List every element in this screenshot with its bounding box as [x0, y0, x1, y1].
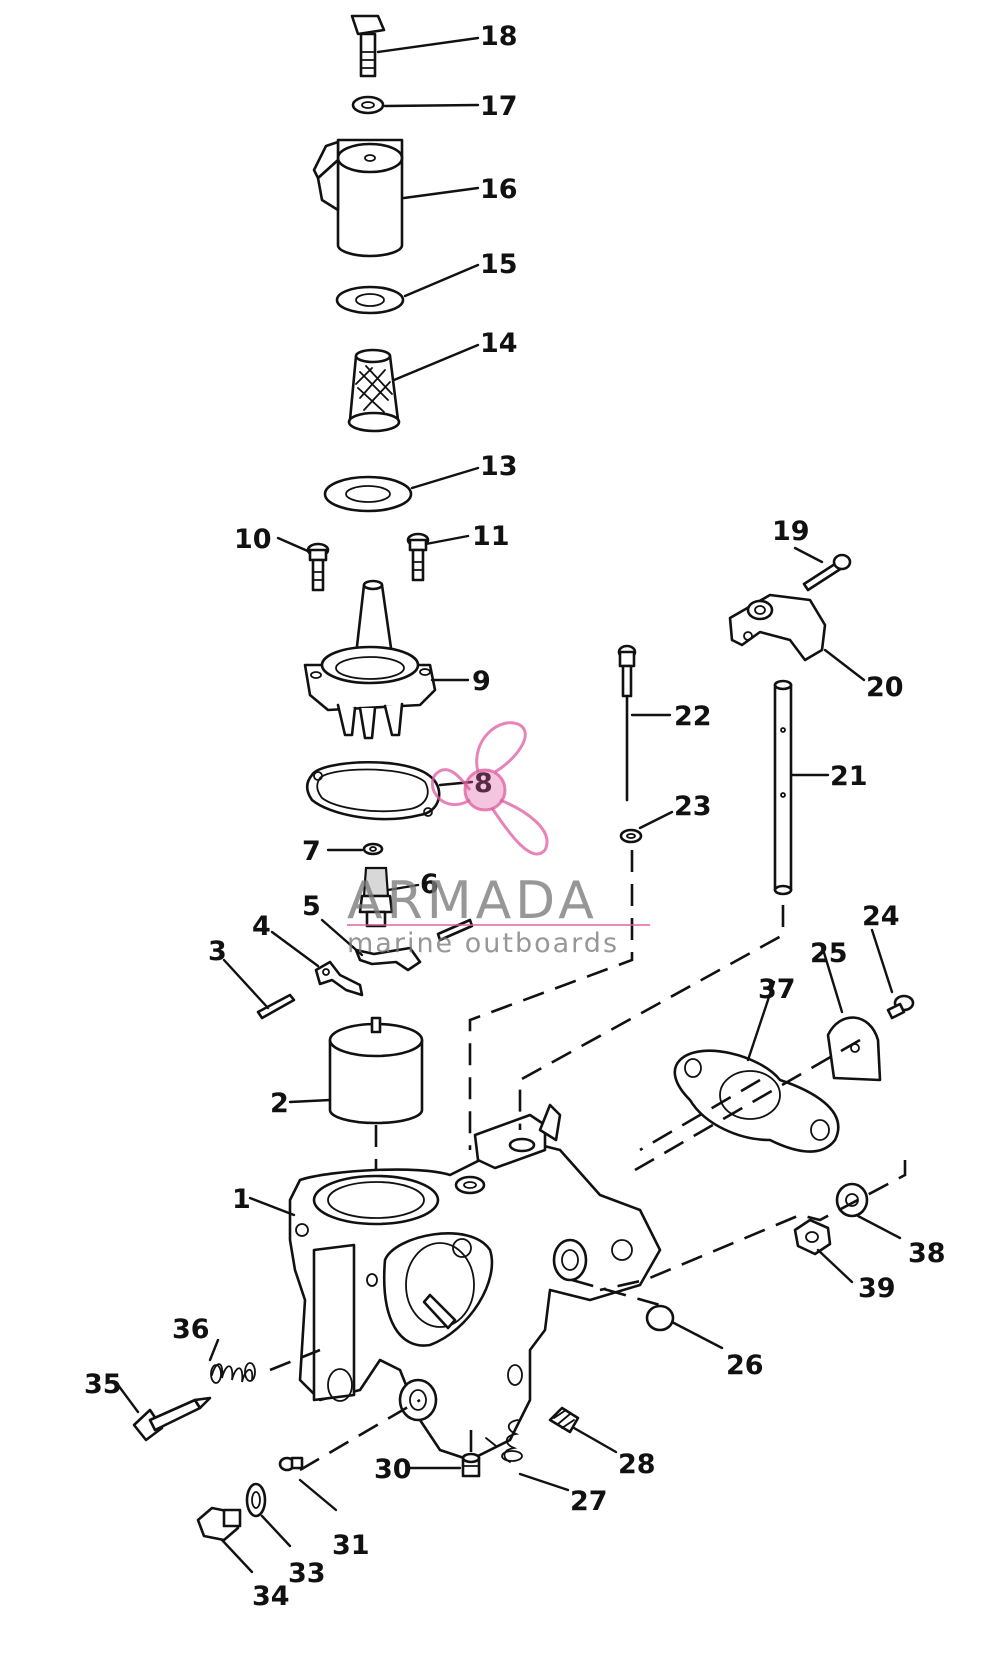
callout-14: 14: [480, 328, 518, 359]
callout-33: 33: [288, 1558, 326, 1589]
gasket-part-13: [323, 475, 413, 513]
watermark-tagline: marine outboards: [347, 928, 619, 959]
needle-part-22: [617, 644, 637, 802]
callout-7: 7: [302, 836, 321, 867]
washer-part-38: [835, 1182, 869, 1218]
callout-15: 15: [480, 249, 518, 280]
screw-part-19: [802, 553, 852, 592]
screw-part-31: [278, 1456, 304, 1472]
drain-plug-part-34: [196, 1506, 242, 1542]
leader-lines: [116, 36, 902, 1574]
callout-31: 31: [332, 1530, 370, 1561]
spring-part-36: [210, 1362, 256, 1384]
callout-38: 38: [908, 1238, 946, 1269]
callout-6: 6: [420, 869, 439, 900]
assembly-lines: [269, 850, 907, 1472]
washer-part-7: [362, 842, 384, 856]
washer-part-23: [619, 828, 643, 844]
spring-part-28: [548, 1406, 580, 1434]
washer-part-17: [351, 95, 385, 115]
callout-19: 19: [772, 516, 810, 547]
callout-39: 39: [858, 1273, 896, 1304]
callout-1: 1: [232, 1184, 251, 1215]
callout-16: 16: [480, 174, 518, 205]
bowl-cover-part-16: [312, 138, 404, 258]
callout-2: 2: [270, 1088, 289, 1119]
bolt-part-18: [350, 14, 386, 78]
plate-part-25: [826, 1016, 882, 1082]
callout-18: 18: [480, 21, 518, 52]
callout-35: 35: [84, 1369, 122, 1400]
callout-36: 36: [172, 1314, 210, 1345]
lever-part-20: [728, 593, 827, 662]
callout-27: 27: [570, 1486, 608, 1517]
callout-17: 17: [480, 91, 518, 122]
screw-part-11: [406, 532, 430, 582]
callout-11: 11: [472, 521, 510, 552]
callout-labels: 18 17 16 15 14 13 10 11 9 8 7 6 5 4 3 2 …: [84, 21, 946, 1612]
carburetor-body-part-1: [288, 1103, 662, 1462]
nut-part-39: [793, 1218, 832, 1256]
shaft-part-21: [773, 679, 793, 896]
propeller-icon: [431, 721, 549, 856]
spring-part-27: [485, 1419, 523, 1463]
callout-20: 20: [866, 672, 904, 703]
callout-34: 34: [252, 1581, 290, 1612]
callout-21: 21: [830, 761, 868, 792]
float-lever-part-4: [314, 960, 364, 997]
callout-28: 28: [618, 1449, 656, 1480]
armada-watermark: ARMADA marine outboards: [347, 721, 650, 959]
callout-26: 26: [726, 1350, 764, 1381]
callout-3: 3: [208, 936, 227, 967]
callout-4: 4: [252, 911, 271, 942]
plug-part-26: [645, 1304, 675, 1332]
callout-25: 25: [810, 938, 848, 969]
callout-13: 13: [480, 451, 518, 482]
callout-8: 8: [474, 768, 493, 799]
jet-part-30: [461, 1452, 481, 1478]
filter-screen-part-14: [347, 348, 401, 433]
adjust-screw-part-35: [132, 1396, 212, 1442]
callout-5: 5: [302, 891, 321, 922]
cover-part-9: [303, 579, 437, 740]
callout-37: 37: [758, 974, 796, 1005]
screw-part-24: [886, 994, 915, 1020]
needle-seat-part-6: [358, 866, 394, 928]
screw-part-10: [306, 542, 330, 592]
gasket-part-33: [245, 1482, 267, 1518]
gasket-part-15: [335, 285, 405, 315]
callout-10: 10: [234, 524, 272, 555]
float-part-2: [328, 1016, 424, 1125]
callout-24: 24: [862, 901, 900, 932]
pin-part-3: [256, 993, 296, 1020]
callout-23: 23: [674, 791, 712, 822]
callout-9: 9: [472, 666, 491, 697]
callout-30: 30: [374, 1454, 412, 1485]
gasket-part-8: [305, 760, 441, 821]
callout-22: 22: [674, 701, 712, 732]
watermark-brand: ARMADA: [347, 871, 598, 931]
